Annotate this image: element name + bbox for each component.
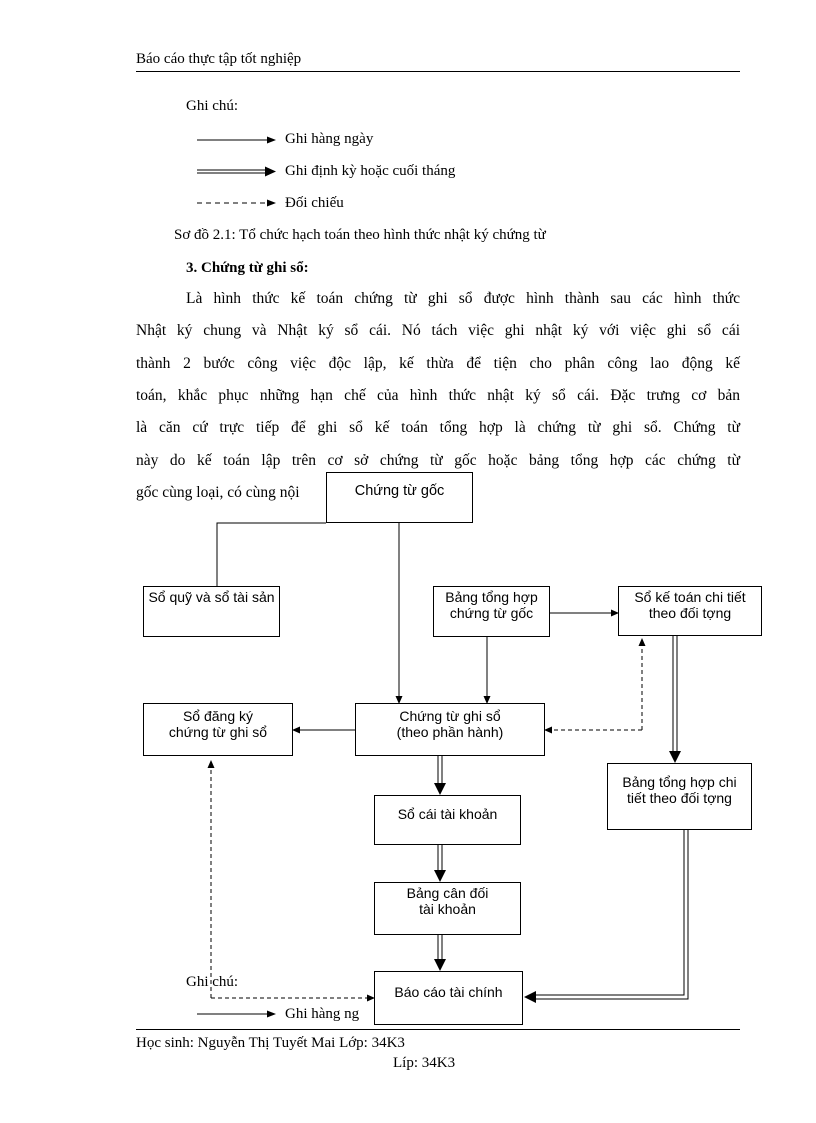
box-chung-tu-ghi-so: Chứng từ ghi sổ (theo phần hành) bbox=[355, 703, 545, 756]
box-label: Chứng từ ghi sổ bbox=[399, 708, 501, 724]
box-label: Báo cáo tài chính bbox=[394, 984, 503, 1000]
box-so-cai: Sổ cái tài khoản bbox=[374, 795, 521, 845]
box-bao-cao-tai-chinh: Báo cáo tài chính bbox=[374, 971, 523, 1025]
box-label: chứng từ gốc bbox=[449, 605, 534, 621]
paragraph-line: này do kế toán lập trên cơ sở chứng từ g… bbox=[136, 452, 740, 469]
page-header-title: Báo cáo thực tập tốt nghiệp bbox=[136, 51, 302, 67]
box-chung-tu-goc: Chứng từ gốc bbox=[326, 472, 473, 523]
paragraph-line: Là hình thức kế toán chứng từ ghi sổ đượ… bbox=[186, 290, 740, 307]
box-label: chứng từ ghi sổ bbox=[168, 724, 268, 740]
box-label: Sổ quỹ và sổ tài sản bbox=[148, 589, 275, 605]
box-label: Sổ kế toán chi tiết bbox=[634, 589, 746, 605]
legend-daily-text: Ghi hàng ngày bbox=[285, 131, 374, 147]
box-label: Bảng cân đối bbox=[406, 885, 489, 901]
box-label: Sổ cái tài khoản bbox=[397, 806, 498, 822]
box-so-dang-ky: Sổ đăng ký chứng từ ghi sổ bbox=[143, 703, 293, 756]
paragraph-line: toán, khắc phục những hạn chế của hình t… bbox=[136, 387, 740, 404]
box-so-quy: Sổ quỹ và sổ tài sản bbox=[143, 586, 280, 637]
footer-class: Líp: 34K3 bbox=[393, 1055, 456, 1071]
legend2-label: Ghi chú: bbox=[186, 974, 239, 990]
box-bang-tong-hop-chung-tu: Bảng tổng hợp chứng từ gốc bbox=[433, 586, 550, 637]
legend-arrows bbox=[197, 136, 276, 207]
legend-compare-text: Đối chiếu bbox=[285, 195, 344, 211]
box-label: theo đối tợng bbox=[648, 605, 732, 621]
box-label: tiết theo đối tợng bbox=[627, 790, 732, 806]
header-rule bbox=[136, 71, 740, 72]
paragraph-line: gốc cùng loại, có cùng nội bbox=[136, 484, 300, 501]
legend-periodic-text: Ghi định kỳ hoặc cuối tháng bbox=[285, 163, 456, 179]
section-heading: 3. Chứng từ ghi sổ: bbox=[186, 260, 309, 276]
paragraph-line: là căn cứ trực tiếp để ghi sổ kế toán tổ… bbox=[136, 419, 740, 436]
paragraph-line: Nhật ký chung và Nhật ký sổ cái. Nó tách… bbox=[136, 322, 740, 339]
figure-caption: Sơ đồ 2.1: Tổ chức hạch toán theo hình t… bbox=[174, 227, 546, 243]
legend-label: Ghi chú: bbox=[186, 98, 239, 114]
legend2-daily-text: Ghi hàng ng bbox=[285, 1006, 360, 1022]
box-bang-can-doi: Bảng cân đối tài khoản bbox=[374, 882, 521, 935]
footer-student: Học sinh: Nguyễn Thị Tuyết Mai Lớp: 34K3 bbox=[136, 1035, 405, 1051]
box-so-ke-toan-chi-tiet: Sổ kế toán chi tiết theo đối tợng bbox=[618, 586, 762, 636]
box-label: Bảng tổng hợp bbox=[445, 589, 538, 605]
box-label: (theo phần hành) bbox=[396, 724, 504, 740]
box-label: tài khoản bbox=[419, 901, 476, 917]
box-label: Bảng tổng hợp chi bbox=[622, 774, 737, 790]
box-label: Sổ đăng ký bbox=[182, 708, 254, 724]
box-label: Chứng từ gốc bbox=[354, 483, 445, 499]
paragraph-line: thành 2 bước công việc độc lập, kế thừa … bbox=[136, 355, 740, 372]
box-bang-tong-hop-chi-tiet: Bảng tổng hợp chi tiết theo đối tợng bbox=[607, 763, 752, 830]
footer-rule bbox=[136, 1029, 740, 1030]
